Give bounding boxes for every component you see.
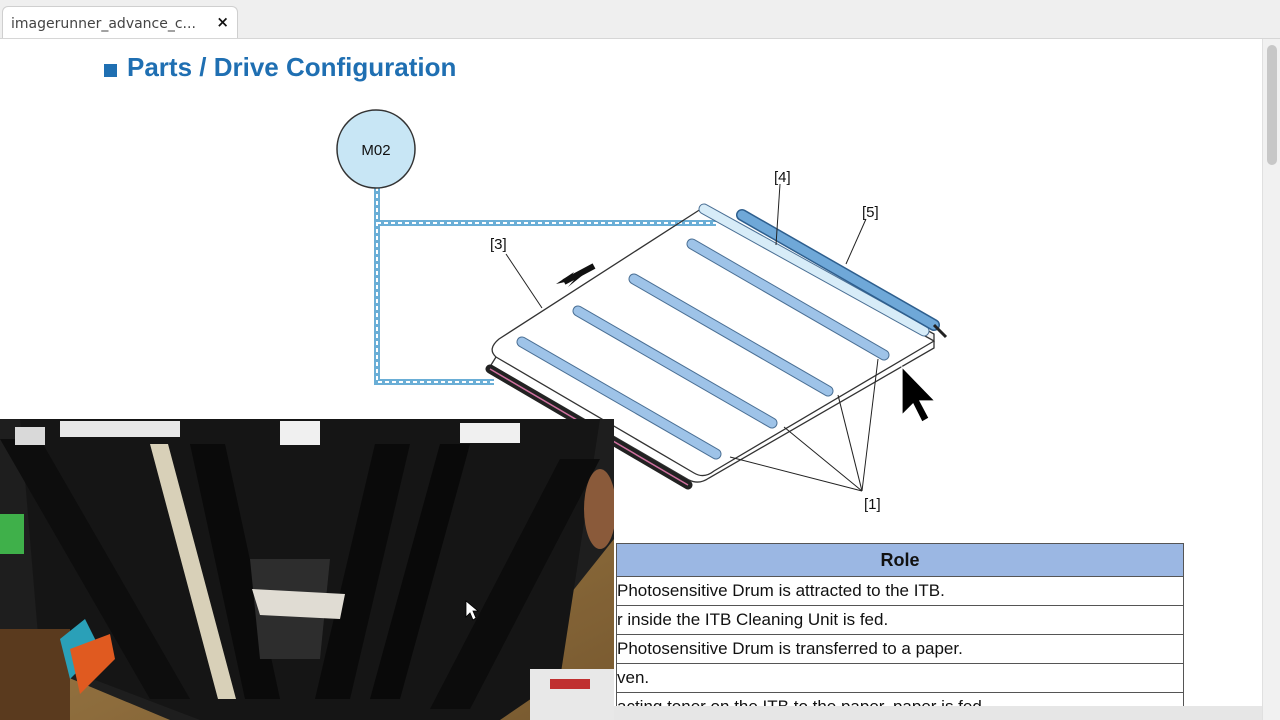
vertical-scrollbar[interactable] [1262,39,1280,720]
horizontal-scrollbar[interactable] [614,706,1262,720]
motor-label: M02 [361,142,390,159]
heading-bullet [104,64,117,77]
itb-photo [0,419,614,720]
motor-circle [336,109,416,189]
callout-leaders [505,183,879,492]
primary-transfer-rollers [516,238,890,460]
table-row: r inside the ITB Cleaning Unit is fed. [616,605,1184,635]
table-row: ven. [616,663,1184,693]
table-row: Photosensitive Drum is attracted to the … [616,576,1184,606]
table-header-role: Role [616,543,1184,577]
browser-tab[interactable]: imagerunner_advance_c... × [2,6,238,38]
mouse-pointer-icon [901,365,937,423]
page-title: Parts / Drive Configuration [127,52,457,82]
role-table: Role Photosensitive Drum is attracted to… [616,543,1184,720]
callout-1: [1] [864,496,881,513]
callout-3: [3] [490,236,507,253]
drive-diagram: M02 [336,109,948,513]
table-row: Photosensitive Drum is transferred to a … [616,634,1184,664]
video-overlay [0,419,614,720]
browser-tab-bar: imagerunner_advance_c... × [0,0,1280,39]
drive-rollers [698,203,948,339]
close-tab-icon[interactable]: × [216,13,229,31]
tab-title: imagerunner_advance_c... [11,16,196,32]
callout-4: [4] [774,169,791,186]
callout-5: [5] [862,204,879,221]
scrollbar-thumb[interactable] [1267,45,1277,165]
